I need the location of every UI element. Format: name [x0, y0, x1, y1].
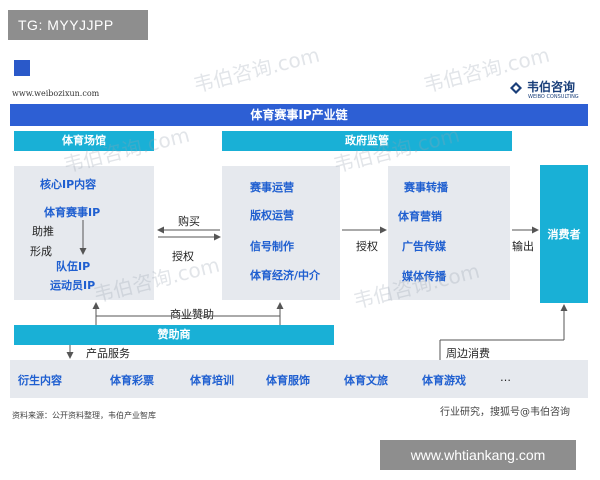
left-panel — [14, 166, 154, 300]
derivative-item-more: … — [500, 371, 511, 384]
mid-item-0: 赛事运营 — [250, 181, 294, 194]
flow-label-buy: 购买 — [178, 215, 200, 228]
right-item-0: 赛事转播 — [404, 181, 448, 194]
middle-panel — [222, 166, 340, 300]
right-panel — [388, 166, 510, 300]
derivatives-panel — [10, 360, 588, 398]
flow-label-license-1: 授权 — [172, 250, 194, 263]
team-ip-label: 队伍IP — [56, 260, 91, 273]
mid-item-1: 版权运营 — [250, 209, 294, 222]
flow-label-license-2: 授权 — [356, 240, 378, 253]
right-item-3: 媒体传播 — [402, 270, 446, 283]
derivative-item-4: 体育游戏 — [422, 374, 466, 387]
mid-item-3: 体育经济/中介 — [250, 269, 321, 282]
consumer-label: 消费者 — [547, 228, 581, 241]
brand-logo: 韦伯咨询 WEIBO CONSULTING — [509, 78, 599, 102]
flow-label-commercial-sponsor: 商业赞助 — [170, 308, 214, 321]
sponsor-bar: 赞助商 — [14, 325, 334, 345]
section-header-government: 政府监管 — [222, 131, 512, 151]
flow-label-peripheral: 周边消费 — [446, 347, 490, 360]
derivative-item-1: 体育培训 — [190, 374, 234, 387]
form-label: 形成 — [30, 245, 52, 258]
brand-name: 韦伯咨询 — [527, 80, 576, 94]
logo-square-icon — [14, 60, 30, 76]
event-ip-label: 体育赛事IP — [44, 206, 101, 219]
corner-tag: TG: MYYJJPP — [8, 10, 148, 40]
brand-mark-icon — [510, 82, 522, 94]
right-item-1: 体育营销 — [398, 210, 442, 223]
flow-label-product-service: 产品服务 — [86, 347, 130, 360]
mid-item-2: 信号制作 — [250, 240, 294, 253]
footer-right: 行业研究，搜狐号@韦伯咨询 — [440, 407, 570, 418]
website-url: www.weibozixun.com — [12, 89, 100, 98]
right-item-2: 广告传媒 — [402, 240, 446, 253]
diagram-title: 体育赛事IP产业链 — [10, 104, 588, 126]
derivative-item-0: 体育彩票 — [110, 374, 154, 387]
consumer-box: 消费者 — [540, 165, 588, 303]
brand-name-en: WEIBO CONSULTING — [528, 94, 579, 100]
footer-source: 资料来源：公开资料整理，韦伯产业智库 — [12, 411, 156, 420]
derivatives-label: 衍生内容 — [18, 374, 62, 387]
assist-label: 助推 — [32, 225, 54, 238]
flow-label-output: 输出 — [512, 240, 534, 253]
derivative-item-2: 体育服饰 — [266, 374, 310, 387]
athlete-ip-label: 运动员IP — [50, 279, 96, 292]
derivative-item-3: 体育文旅 — [344, 374, 388, 387]
section-header-sports-market: 体育场馆 — [14, 131, 154, 151]
core-ip-label: 核心IP内容 — [40, 178, 97, 191]
bottom-tag: www.whtiankang.com — [380, 440, 576, 470]
